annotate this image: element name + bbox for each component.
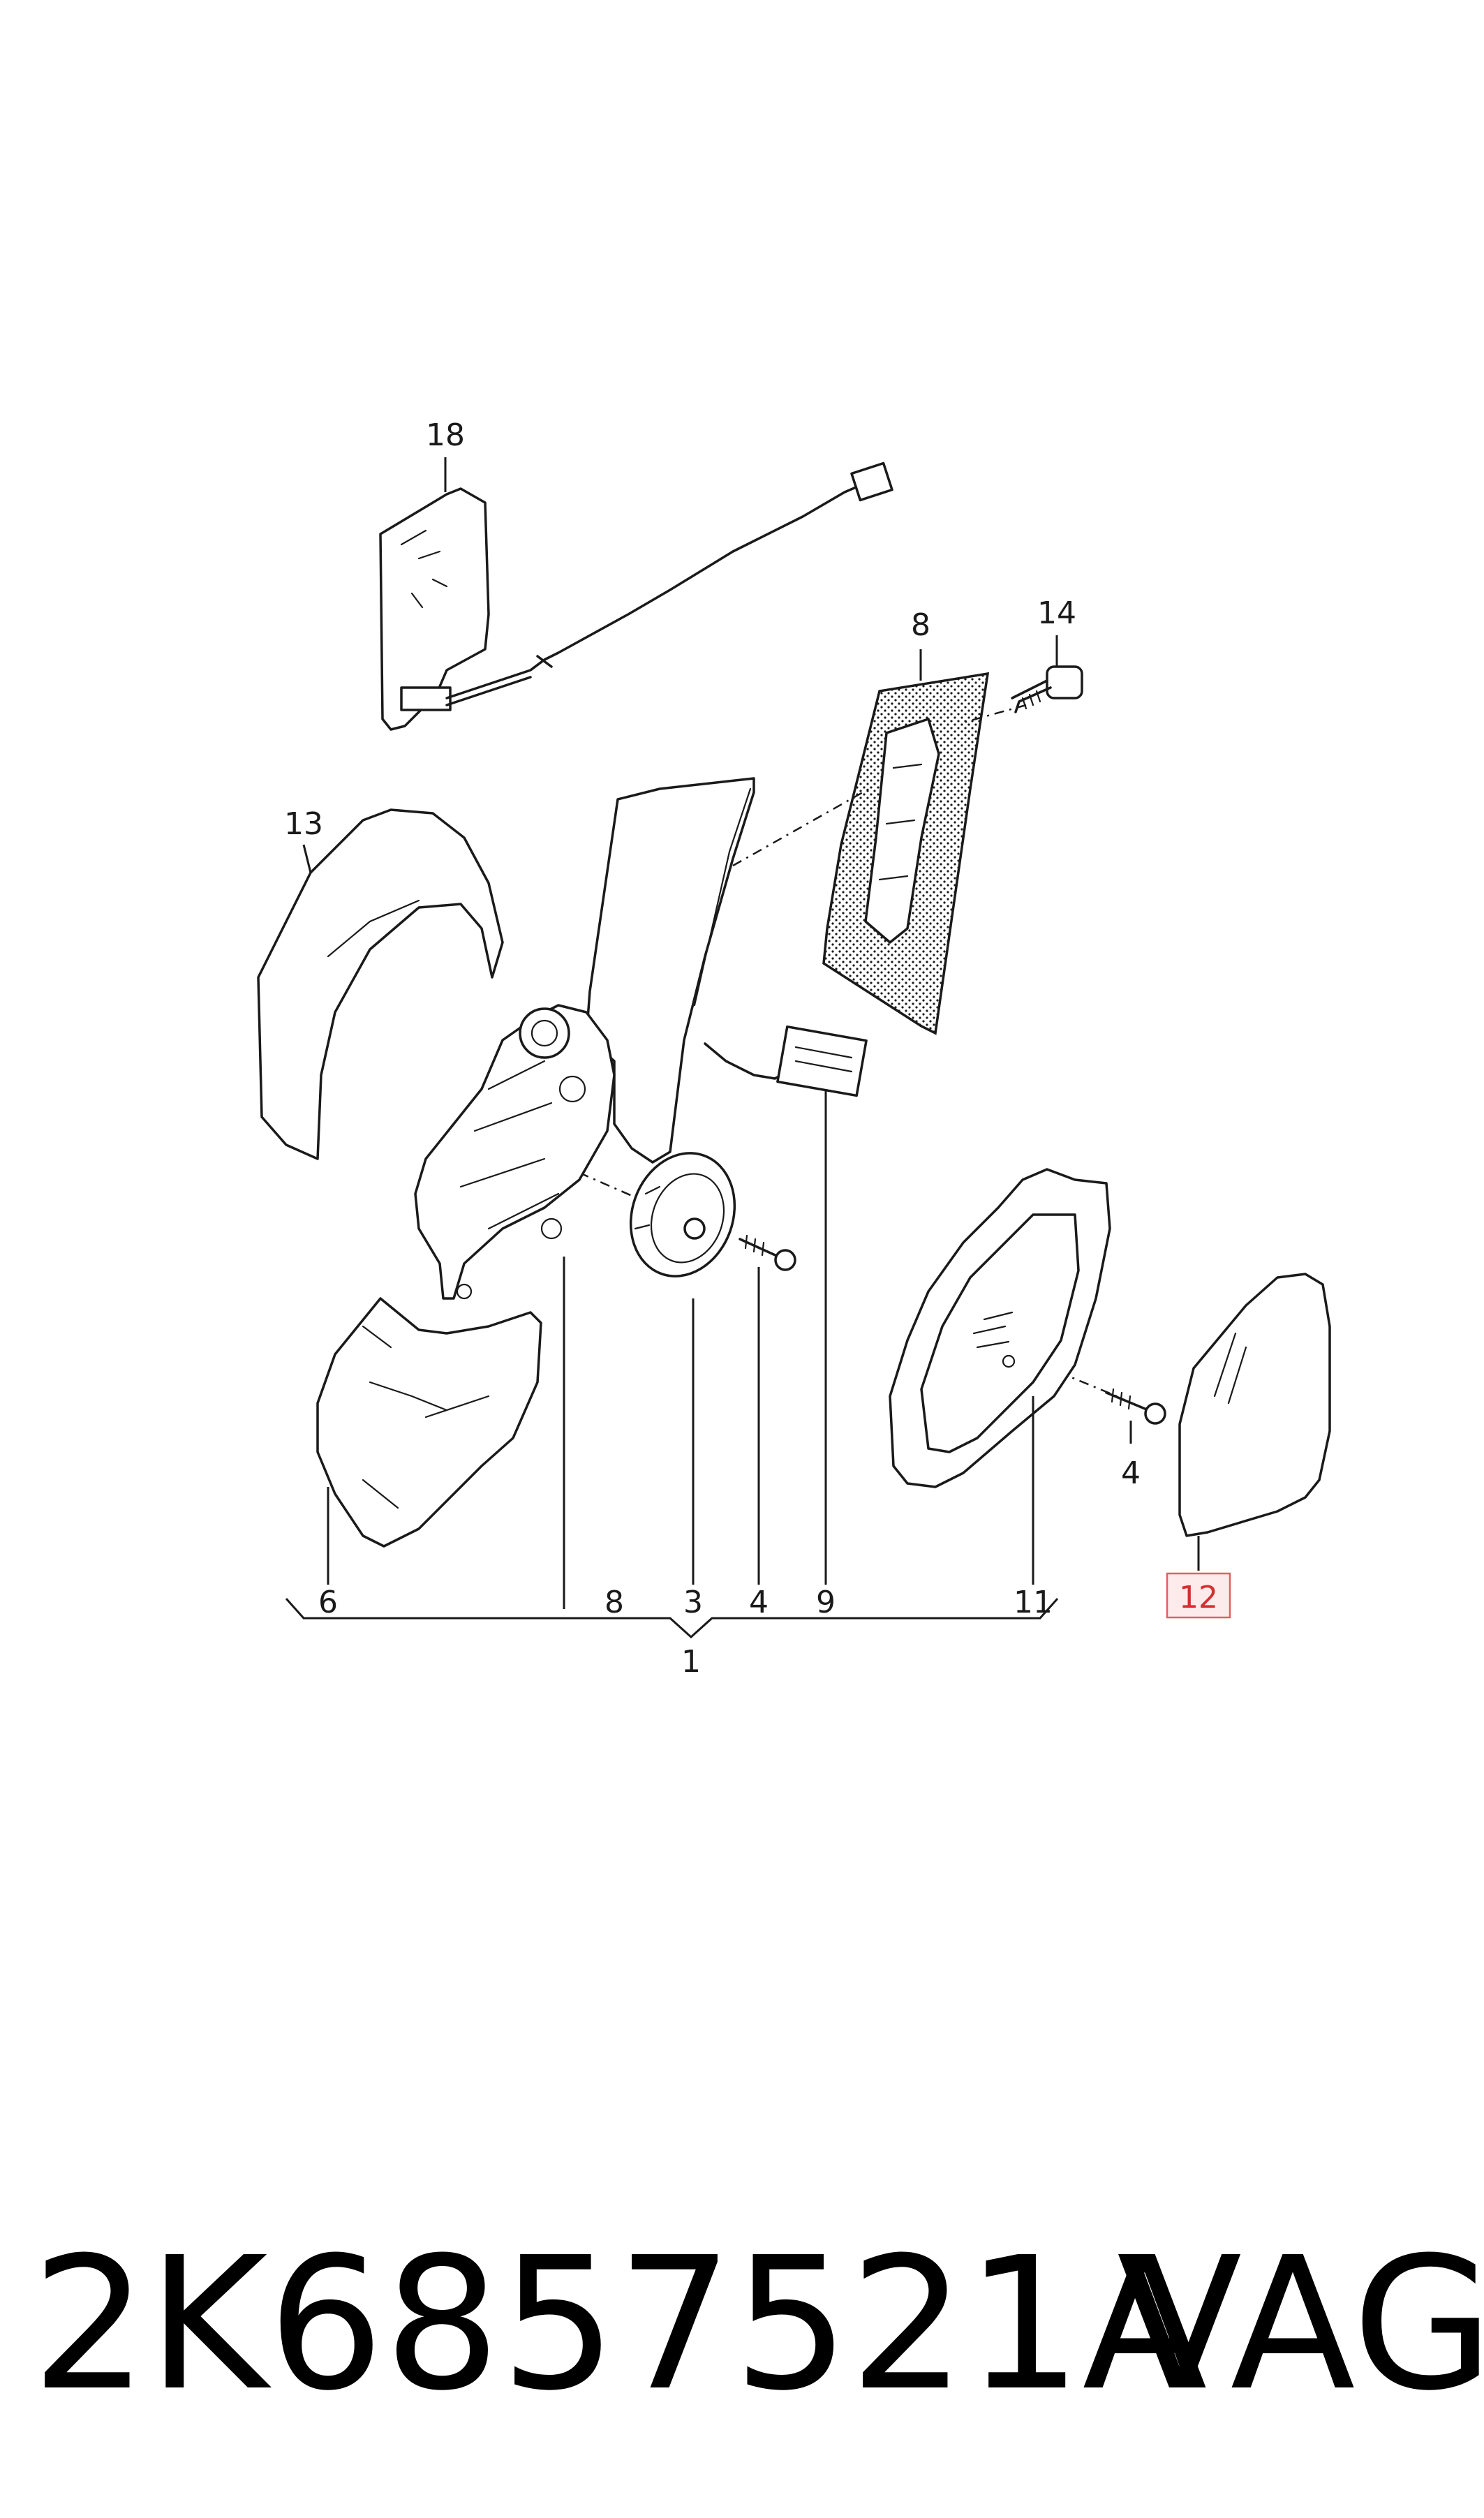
- part-4-bolt-left: [739, 1234, 796, 1271]
- part-number: 2K6857521A: [31, 2218, 1208, 2431]
- callout-label-4-left: 4: [749, 1585, 769, 1620]
- callout-12-highlighted: 12: [1166, 1572, 1231, 1619]
- part-8-frame-dotted: [822, 672, 990, 1035]
- callout-label-9: 9: [816, 1585, 836, 1620]
- callout-label-14: 14: [1037, 595, 1076, 631]
- callout-label-1: 1: [681, 1644, 701, 1680]
- callout-13: 13: [284, 806, 323, 873]
- callout-18: 18: [426, 417, 465, 492]
- part-13-mirror-cap: [257, 808, 504, 1160]
- callout-label-6: 6: [318, 1585, 338, 1620]
- callout-14: 14: [1037, 595, 1076, 667]
- part-4-bolt-right: [1105, 1388, 1166, 1425]
- callout-8-top: 8: [911, 607, 930, 681]
- callout-label-8-bottom: 8: [604, 1585, 624, 1620]
- callout-label-13: 13: [284, 806, 323, 842]
- callout-label-8-top: 8: [911, 607, 930, 643]
- part-18-heating-pad: [379, 461, 893, 731]
- assembly-bracket: [285, 1598, 1059, 1639]
- part-6-lower-cap: [316, 1297, 542, 1548]
- callout-label-3: 3: [683, 1585, 703, 1620]
- part-11-mirror-glass-carrier: [889, 1168, 1111, 1488]
- callout-label-11: 11: [1014, 1585, 1053, 1620]
- callout-label-18: 18: [426, 417, 465, 453]
- callout-label-12: 12: [1179, 1580, 1218, 1615]
- brand-name: VAG: [1117, 2218, 1484, 2431]
- part-14-screw: [1011, 665, 1083, 713]
- part-8-mirror-base: [414, 777, 868, 1300]
- part-3-motor: [629, 1152, 736, 1277]
- part-12-mirror-glass: [1178, 1273, 1331, 1537]
- callout-label-4-right: 4: [1121, 1456, 1141, 1491]
